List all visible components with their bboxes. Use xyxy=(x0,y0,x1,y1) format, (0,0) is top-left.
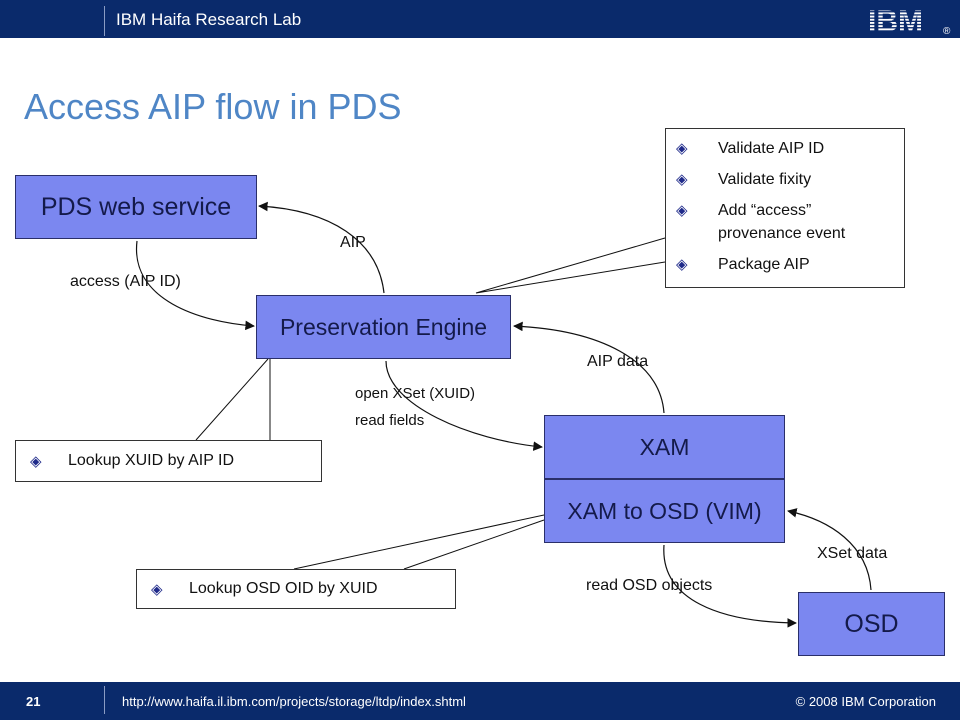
diamond-bullet-icon: ◈ xyxy=(151,580,163,598)
ibm-logo-mark: ® xyxy=(943,26,951,36)
osd-node: OSD xyxy=(798,592,945,656)
diamond-bullet-icon: ◈ xyxy=(676,256,688,273)
footer-divider xyxy=(104,686,105,714)
label-access: access (AIP ID) xyxy=(70,273,181,290)
step-text: Package AIP xyxy=(718,256,810,273)
label-aip: AIP xyxy=(340,234,366,251)
lookup-oid-note: ◈ Lookup OSD OID by XUID xyxy=(136,569,456,609)
label-open-xset: open XSet (XUID) xyxy=(355,385,476,402)
ibm-logo: IBM ® xyxy=(868,6,951,36)
engine-steps-note: ◈ Validate AIP ID ◈ Validate fixity ◈ Ad… xyxy=(665,128,905,288)
xam-to-osd-node: XAM to OSD (VIM) xyxy=(544,479,785,543)
header-bar: IBM Haifa Research Lab IBM ® xyxy=(0,0,960,38)
pds-web-service-node: PDS web service xyxy=(15,175,257,239)
ibm-logo-text: IBM xyxy=(868,6,923,36)
header-divider xyxy=(104,6,105,36)
arrow-aip-data xyxy=(513,321,665,414)
arrow-access xyxy=(136,240,255,331)
callout-oid xyxy=(293,514,545,570)
list-item: ◈ Add “access” provenance event xyxy=(676,199,896,245)
diamond-bullet-icon: ◈ xyxy=(676,171,688,188)
slide-title: Access AIP flow in PDS xyxy=(24,86,402,127)
footer-bar: 21 http://www.haifa.il.ibm.com/projects/… xyxy=(0,682,960,720)
step-text: Validate AIP ID xyxy=(718,140,825,157)
xam-node: XAM xyxy=(544,415,785,479)
arrow-open-xset xyxy=(385,360,543,451)
list-item: ◈ Validate fixity xyxy=(676,168,896,191)
list-item: ◈ Validate AIP ID xyxy=(676,137,896,160)
callout-xuid xyxy=(195,358,271,441)
label-read-fields: read fields xyxy=(355,412,425,429)
arrow-xset-data xyxy=(787,508,872,591)
footer-url: http://www.haifa.il.ibm.com/projects/sto… xyxy=(122,694,466,709)
label-xset-data: XSet data xyxy=(817,545,888,562)
label-aip-data: AIP data xyxy=(587,353,649,370)
lookup-oid-text: Lookup OSD OID by XUID xyxy=(189,580,378,597)
lookup-xuid-text: Lookup XUID by AIP ID xyxy=(68,452,235,469)
callout-steps xyxy=(475,237,666,294)
diamond-bullet-icon: ◈ xyxy=(676,140,688,157)
step-text: Add “access” provenance event xyxy=(718,202,846,242)
lookup-xuid-note: ◈ Lookup XUID by AIP ID xyxy=(15,440,322,482)
label-read-osd-objects: read OSD objects xyxy=(586,577,713,594)
list-item: ◈ Package AIP xyxy=(676,253,896,276)
footer-copyright: © 2008 IBM Corporation xyxy=(795,694,936,709)
step-text: Validate fixity xyxy=(718,171,812,188)
diamond-bullet-icon: ◈ xyxy=(676,202,688,219)
diamond-bullet-icon: ◈ xyxy=(30,452,42,470)
page-number: 21 xyxy=(26,694,41,709)
lab-name: IBM Haifa Research Lab xyxy=(116,10,302,29)
arrow-read-osd xyxy=(663,544,797,628)
arrow-aip xyxy=(258,201,385,294)
preservation-engine-node: Preservation Engine xyxy=(256,295,511,359)
